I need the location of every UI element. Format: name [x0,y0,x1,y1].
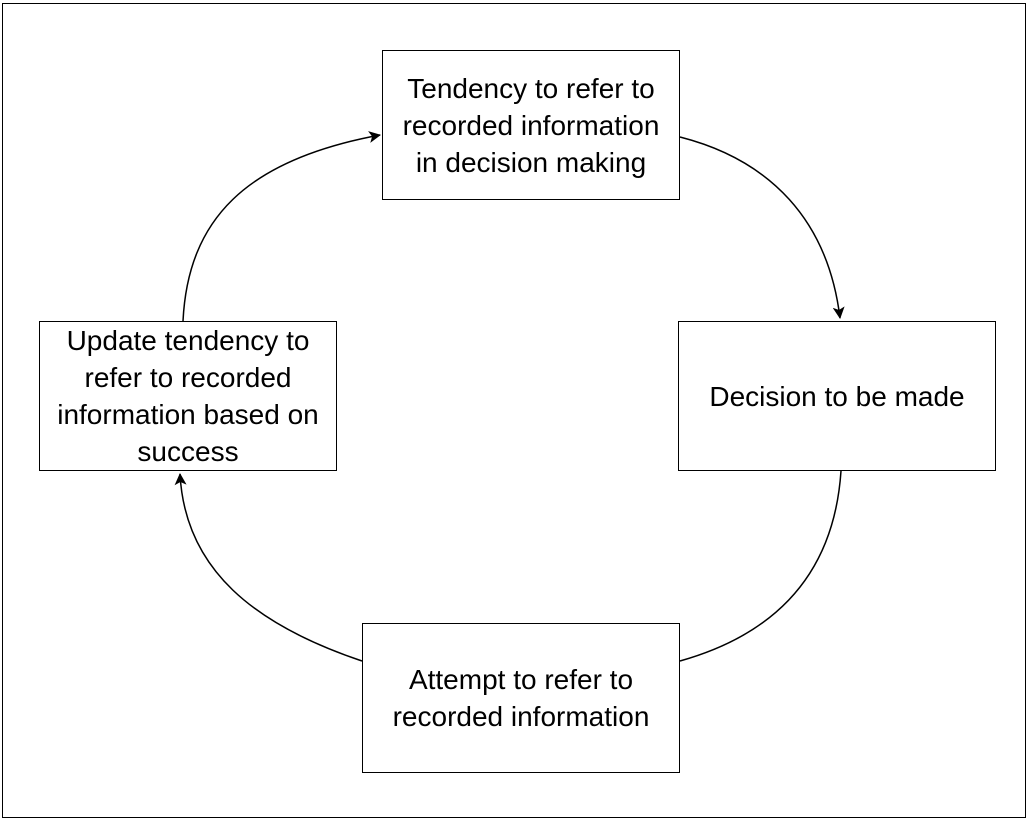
edge-attempt-to-update [174,473,363,662]
node-update-label: Update tendency to refer to recorded inf… [57,325,319,467]
edge-decision-to-attempt [679,470,842,662]
node-update: Update tendency to refer to recorded inf… [39,321,337,471]
node-attempt-label: Attempt to refer to recorded information [392,664,650,732]
edge-tendency-to-decision [679,136,845,319]
node-decision-label: Decision to be made [709,380,965,412]
node-attempt: Attempt to refer to recorded information [362,623,680,773]
node-tendency-label: Tendency to refer to recorded informatio… [402,72,660,178]
edge-update-to-tendency [182,131,381,322]
diagram-frame [2,3,1026,818]
node-tendency: Tendency to refer to recorded informatio… [382,50,680,200]
node-decision: Decision to be made [678,321,996,471]
